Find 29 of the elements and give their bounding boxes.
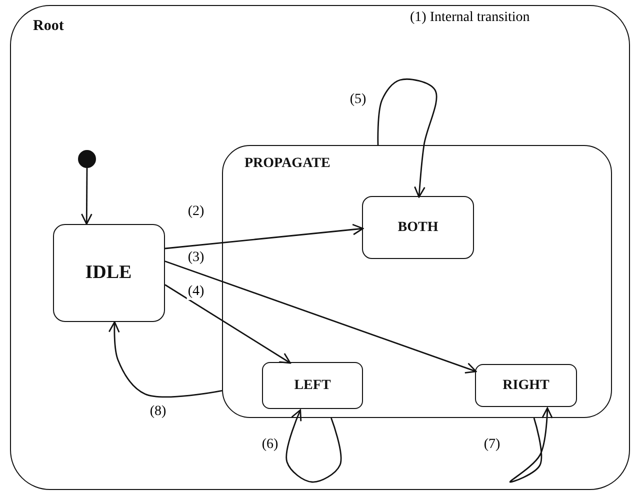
- transition-label: (8): [148, 404, 168, 420]
- transition-label: (7): [482, 437, 502, 453]
- state-box: [475, 364, 577, 407]
- transition-label: (2): [186, 204, 206, 220]
- state-name: LEFT: [294, 378, 331, 394]
- transition-label: (5): [348, 92, 368, 108]
- state-name: RIGHT: [502, 378, 550, 394]
- state-name: Root: [33, 18, 64, 35]
- state-box: [362, 196, 474, 259]
- transition-label: (6): [260, 437, 280, 453]
- transition-arrow: [80, 168, 92, 225]
- state-name: BOTH: [398, 220, 438, 236]
- transition-arrow: [377, 78, 438, 198]
- transition-arrow: [164, 284, 291, 364]
- transition-arrow: [108, 321, 222, 398]
- state-name: PROPAGATE: [244, 156, 330, 172]
- transition-arrow: [509, 407, 553, 483]
- note-text: (1) Internal transition: [410, 10, 530, 26]
- transition-label: (3): [186, 250, 206, 266]
- transition-arrow: [286, 409, 342, 483]
- state-name: IDLE: [85, 262, 132, 284]
- state-region: [10, 5, 630, 490]
- state-box: [52, 224, 164, 322]
- initial-state-dot: [78, 150, 96, 168]
- state-box: [262, 362, 363, 409]
- transition-arrow: [164, 260, 477, 374]
- transition-label: (4): [186, 284, 206, 300]
- transition-arrow: [164, 224, 364, 250]
- composite-state-box: [222, 144, 612, 418]
